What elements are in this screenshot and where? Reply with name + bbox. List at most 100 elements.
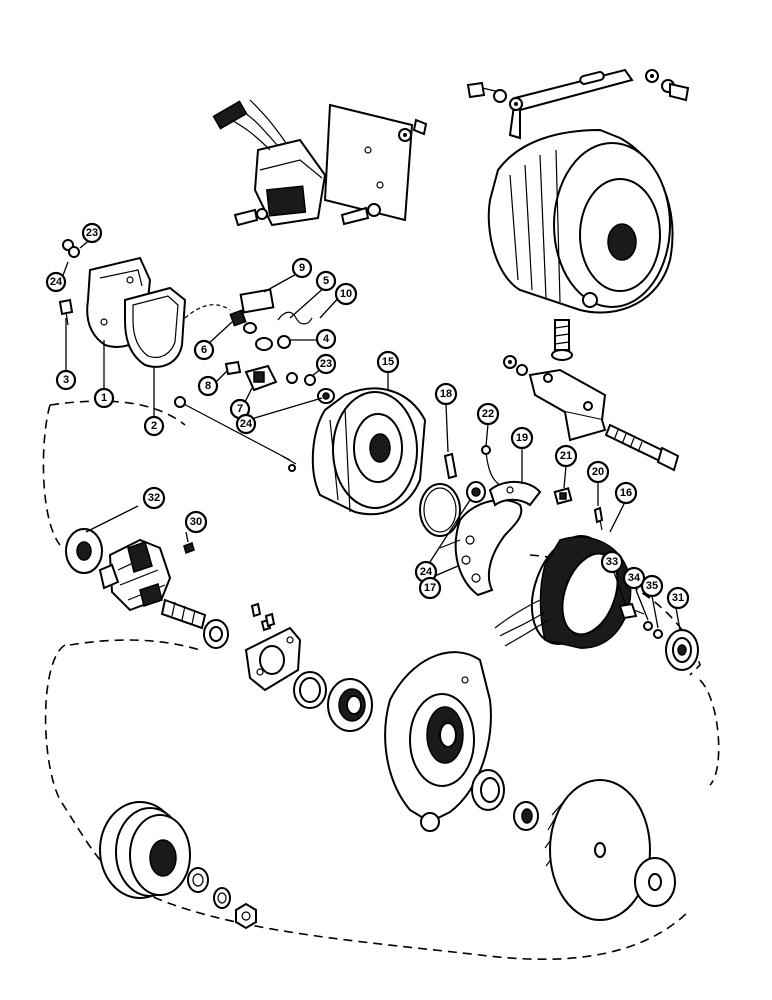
callout-9: 9: [291, 257, 313, 279]
brush-lead: [481, 445, 501, 486]
svg-text:24: 24: [420, 566, 433, 578]
fan-spacer: [513, 801, 539, 831]
rectifier-screw: [593, 506, 604, 531]
pulley: [99, 801, 191, 899]
retainer-screws: [250, 602, 276, 632]
callout-17: 17: [418, 576, 442, 600]
mounting-plate: [323, 103, 428, 222]
callout-1: 1: [93, 387, 115, 409]
bolt-washer-top-right: [645, 69, 690, 102]
callout-18: 18: [434, 382, 458, 406]
svg-text:9: 9: [299, 262, 305, 274]
callout-6: 6: [193, 339, 215, 361]
callout-15: 15: [376, 350, 400, 374]
svg-text:7: 7: [237, 403, 243, 415]
svg-text:3: 3: [63, 374, 69, 386]
adjusting-strap: [508, 68, 634, 140]
callout-22: 22: [476, 402, 500, 426]
callout-2: 2: [143, 415, 165, 437]
spacer-ring: [471, 769, 505, 811]
bracket-bolt: [604, 423, 680, 472]
svg-text:30: 30: [190, 516, 202, 528]
cover-screw: [58, 298, 74, 326]
callout-21: 21: [554, 444, 578, 468]
svg-text:22: 22: [482, 408, 494, 420]
svg-text:20: 20: [592, 466, 604, 478]
callout-32: 32: [142, 486, 166, 510]
mounting-bracket: [503, 355, 607, 442]
cover-gasket: [124, 286, 187, 368]
stator: [494, 535, 632, 649]
plate-screw: [340, 203, 381, 226]
spacer: [203, 619, 229, 649]
svg-text:24: 24: [240, 418, 253, 430]
rear-bearing: [665, 629, 699, 671]
pulley-washer-right: [634, 857, 676, 907]
drive-end-housing: [384, 651, 492, 832]
pivot-bolt: [551, 319, 573, 361]
callout-24a: 24: [45, 271, 67, 293]
svg-text:33: 33: [606, 556, 618, 568]
svg-text:8: 8: [205, 380, 211, 392]
lower-group-outline: [44, 639, 720, 961]
rectifier-terminal: [224, 360, 298, 392]
svg-text:34: 34: [628, 572, 641, 584]
svg-text:23: 23: [86, 227, 98, 239]
bearing-retainer-plate: [244, 626, 302, 692]
callout-35: 35: [640, 574, 664, 598]
svg-text:17: 17: [424, 582, 436, 594]
callout-10: 10: [334, 282, 358, 306]
callout-20: 20: [586, 460, 610, 484]
svg-text:10: 10: [340, 288, 352, 300]
rotor: [65, 528, 207, 630]
o-ring-inner: [423, 487, 457, 533]
spring-pin: [443, 452, 458, 480]
fan: [544, 779, 651, 921]
rectifier-assembly: [439, 481, 542, 597]
callout-3: 3: [55, 369, 77, 391]
pulley-washers-nut: [187, 867, 257, 930]
svg-text:4: 4: [323, 333, 330, 345]
svg-text:32: 32: [148, 492, 160, 504]
svg-text:2: 2: [151, 420, 157, 432]
front-bearing: [327, 678, 373, 732]
insulating-bushing: [553, 487, 573, 505]
callout-24b: 24: [235, 413, 257, 435]
svg-text:6: 6: [201, 344, 207, 356]
svg-text:16: 16: [620, 487, 632, 499]
callout-30: 30: [184, 510, 208, 534]
o-ring: [419, 483, 461, 537]
stator-screw-set: [618, 602, 663, 639]
svg-text:21: 21: [560, 450, 572, 462]
callout-16: 16: [614, 481, 638, 505]
callout-23b: 23: [315, 353, 337, 375]
regulator-screw: [233, 208, 268, 227]
svg-text:18: 18: [440, 388, 452, 400]
svg-text:19: 19: [516, 432, 528, 444]
stator-terminal-nuts: [304, 374, 335, 404]
callout-5: 5: [315, 270, 337, 292]
svg-text:35: 35: [646, 580, 658, 592]
voltage-regulator: [212, 99, 327, 227]
callout-4: 4: [315, 328, 337, 350]
brush-holder-parts: [229, 288, 313, 351]
callout-19: 19: [510, 426, 534, 450]
svg-text:1: 1: [101, 392, 107, 404]
svg-text:5: 5: [323, 275, 329, 287]
svg-text:23: 23: [320, 358, 332, 370]
callout-31: 31: [666, 586, 690, 610]
callout-8: 8: [197, 375, 219, 397]
bolt-washer-top-left: [466, 81, 523, 111]
callout-34: 34: [622, 566, 646, 590]
svg-text:31: 31: [672, 592, 684, 604]
assembled-alternator: [487, 128, 674, 314]
felt-washer: [293, 671, 327, 709]
svg-text:24: 24: [50, 276, 63, 288]
callout-33: 33: [600, 550, 624, 574]
through-bolt: [174, 396, 297, 472]
callout-23a: 23: [81, 222, 103, 244]
cover-nut-washer: [62, 239, 80, 258]
svg-text:15: 15: [382, 356, 394, 368]
rear-housing: [311, 387, 427, 516]
